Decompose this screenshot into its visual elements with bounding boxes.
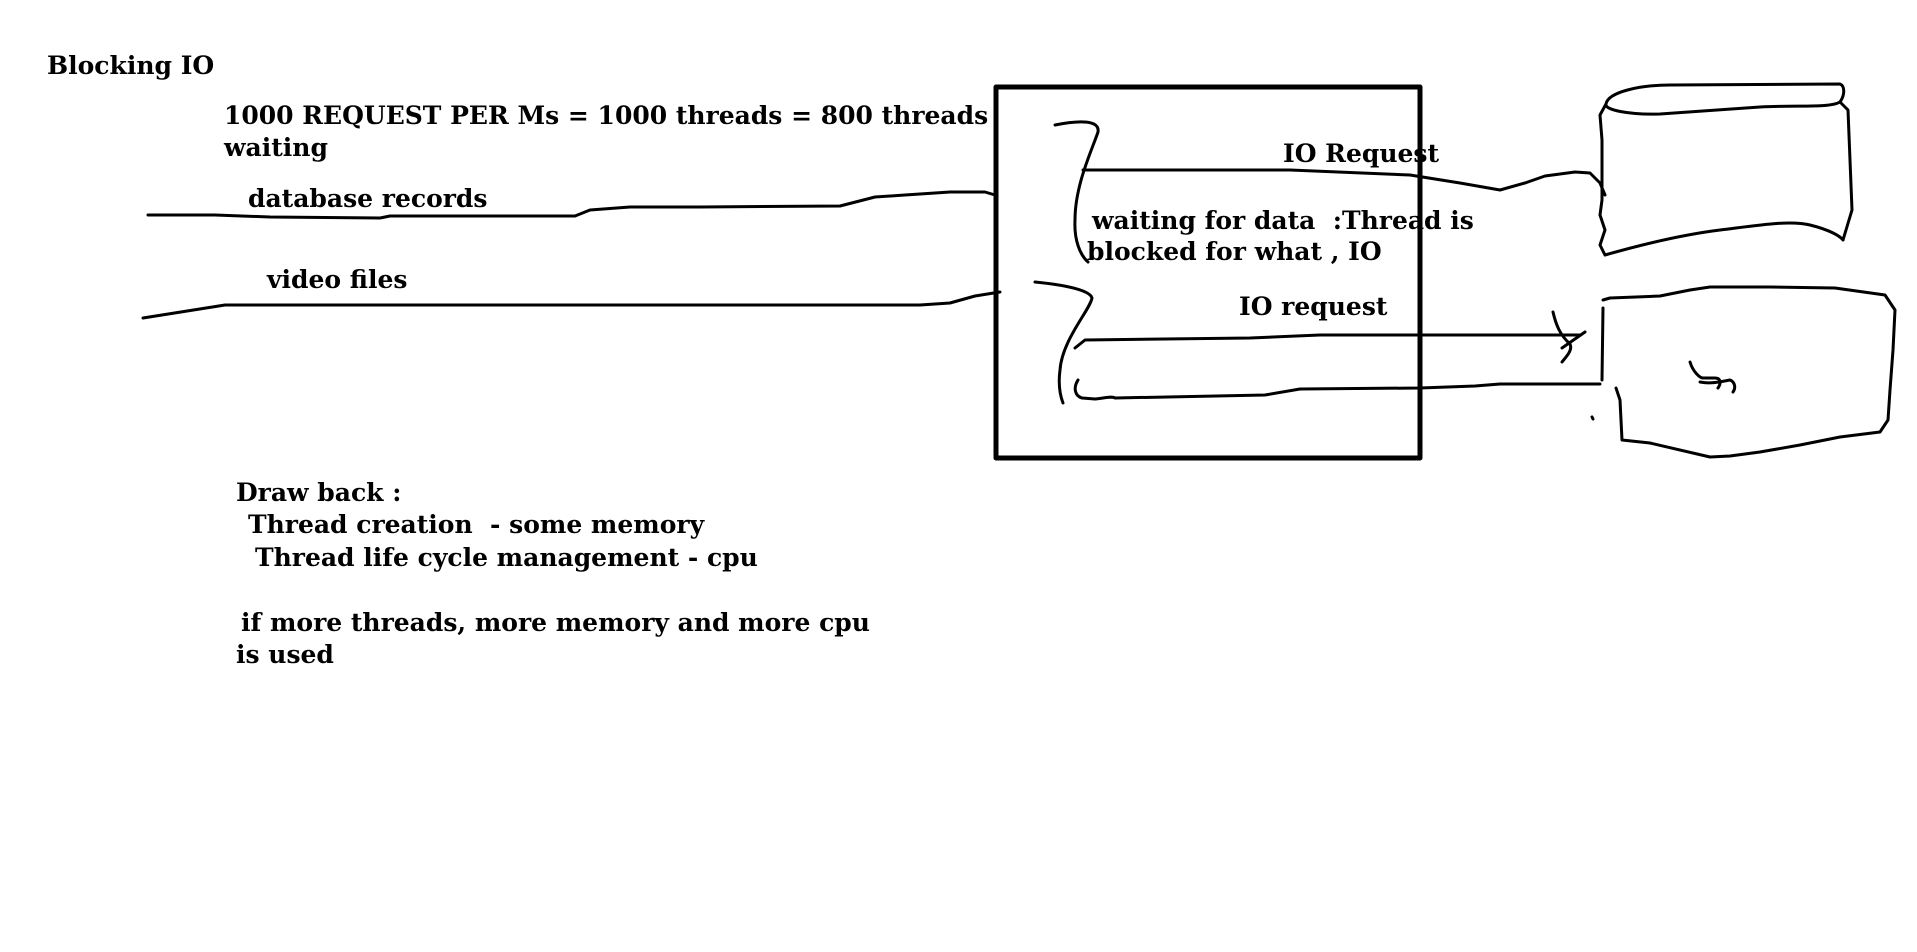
request-note-line-1: 1000 REQUEST PER Ms = 1000 threads = 800… bbox=[224, 101, 989, 130]
file-store-scribble bbox=[1688, 360, 1737, 394]
drawback-item-1: Thread creation - some memory bbox=[248, 510, 705, 539]
response-line bbox=[1073, 378, 1602, 401]
page-title: Blocking IO bbox=[47, 51, 215, 80]
io-request-bottom-label: IO request bbox=[1239, 292, 1388, 321]
database-cylinder bbox=[1598, 82, 1854, 257]
file-store-box bbox=[1600, 285, 1897, 459]
waiting-note-line-1: waiting for data :Thread is bbox=[1092, 206, 1474, 235]
file-store-dot bbox=[1590, 415, 1595, 421]
io-request-top-label: IO Request bbox=[1283, 139, 1440, 168]
drawbacks-heading: Draw back : bbox=[236, 478, 402, 507]
drawbacks-note-line-1: if more threads, more memory and more cp… bbox=[241, 608, 870, 637]
server-box bbox=[993, 84, 1423, 461]
drawbacks-note-line-2: is used bbox=[236, 640, 334, 669]
video-files-label: video files bbox=[267, 265, 408, 294]
video-input-line bbox=[141, 290, 1002, 320]
io-request-2-arrowhead bbox=[1551, 310, 1587, 364]
waiting-note-line-2: blocked for what , IO bbox=[1087, 237, 1382, 266]
drawback-item-2: Thread life cycle management - cpu bbox=[255, 543, 758, 572]
thread-2-squiggle bbox=[1033, 280, 1094, 405]
request-note-line-2: waiting bbox=[224, 133, 328, 162]
io-request-1-line bbox=[1081, 168, 1607, 197]
database-input-line bbox=[146, 190, 997, 220]
database-records-label: database records bbox=[248, 184, 488, 213]
io-request-2-line bbox=[1073, 333, 1582, 350]
